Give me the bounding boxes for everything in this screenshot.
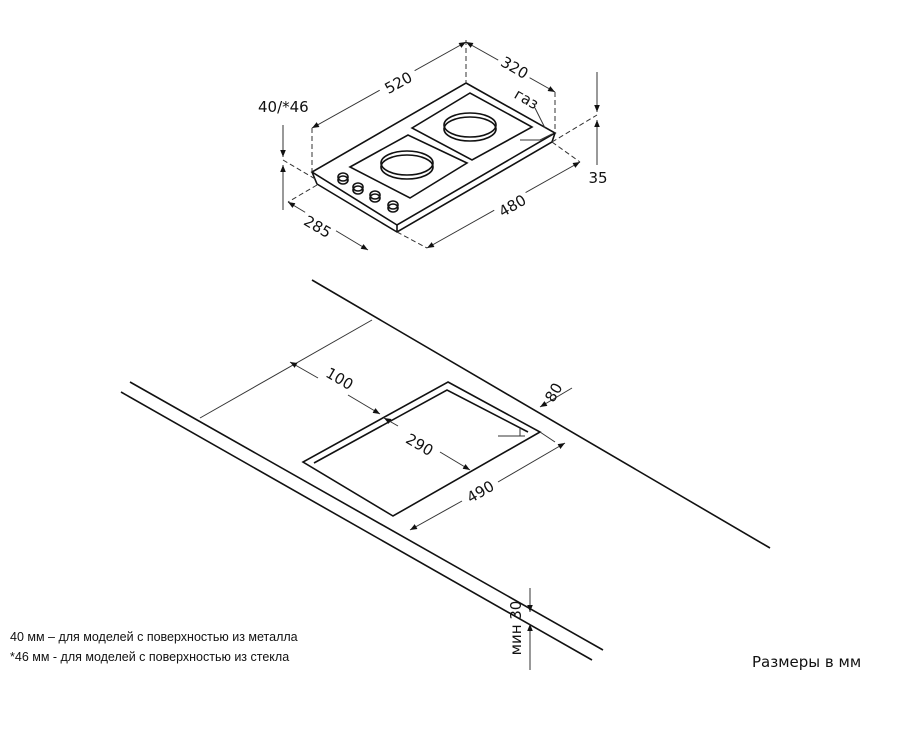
- hob-drawing: 520 320 35 40/*46 285 480 газ: [258, 40, 608, 251]
- note-metal: 40 мм – для моделей с поверхностью из ме…: [10, 630, 298, 644]
- left-grate: [348, 134, 469, 199]
- min-thickness-label: мин 30: [507, 601, 525, 656]
- cutout-depth-label: 290: [403, 430, 437, 460]
- cutout-drawing: 100 290 490 80 мин 30: [120, 279, 771, 670]
- side-offset-label: 80: [541, 380, 566, 406]
- countertop-back-edge: [311, 279, 771, 549]
- cutout-width-label: 490: [464, 477, 498, 507]
- cutout-opening: [301, 381, 542, 517]
- units-label: Размеры в мм: [752, 653, 862, 671]
- hob-height-label: 40/*46: [258, 98, 309, 116]
- control-knobs: [337, 172, 399, 213]
- note-glass: *46 мм - для моделей с поверхностью из с…: [10, 650, 290, 664]
- back-offset-label: 100: [323, 364, 357, 394]
- countertop-front-edge: [129, 381, 604, 651]
- hob-height-under-label: 35: [588, 169, 607, 187]
- gas-label: газ: [511, 85, 542, 113]
